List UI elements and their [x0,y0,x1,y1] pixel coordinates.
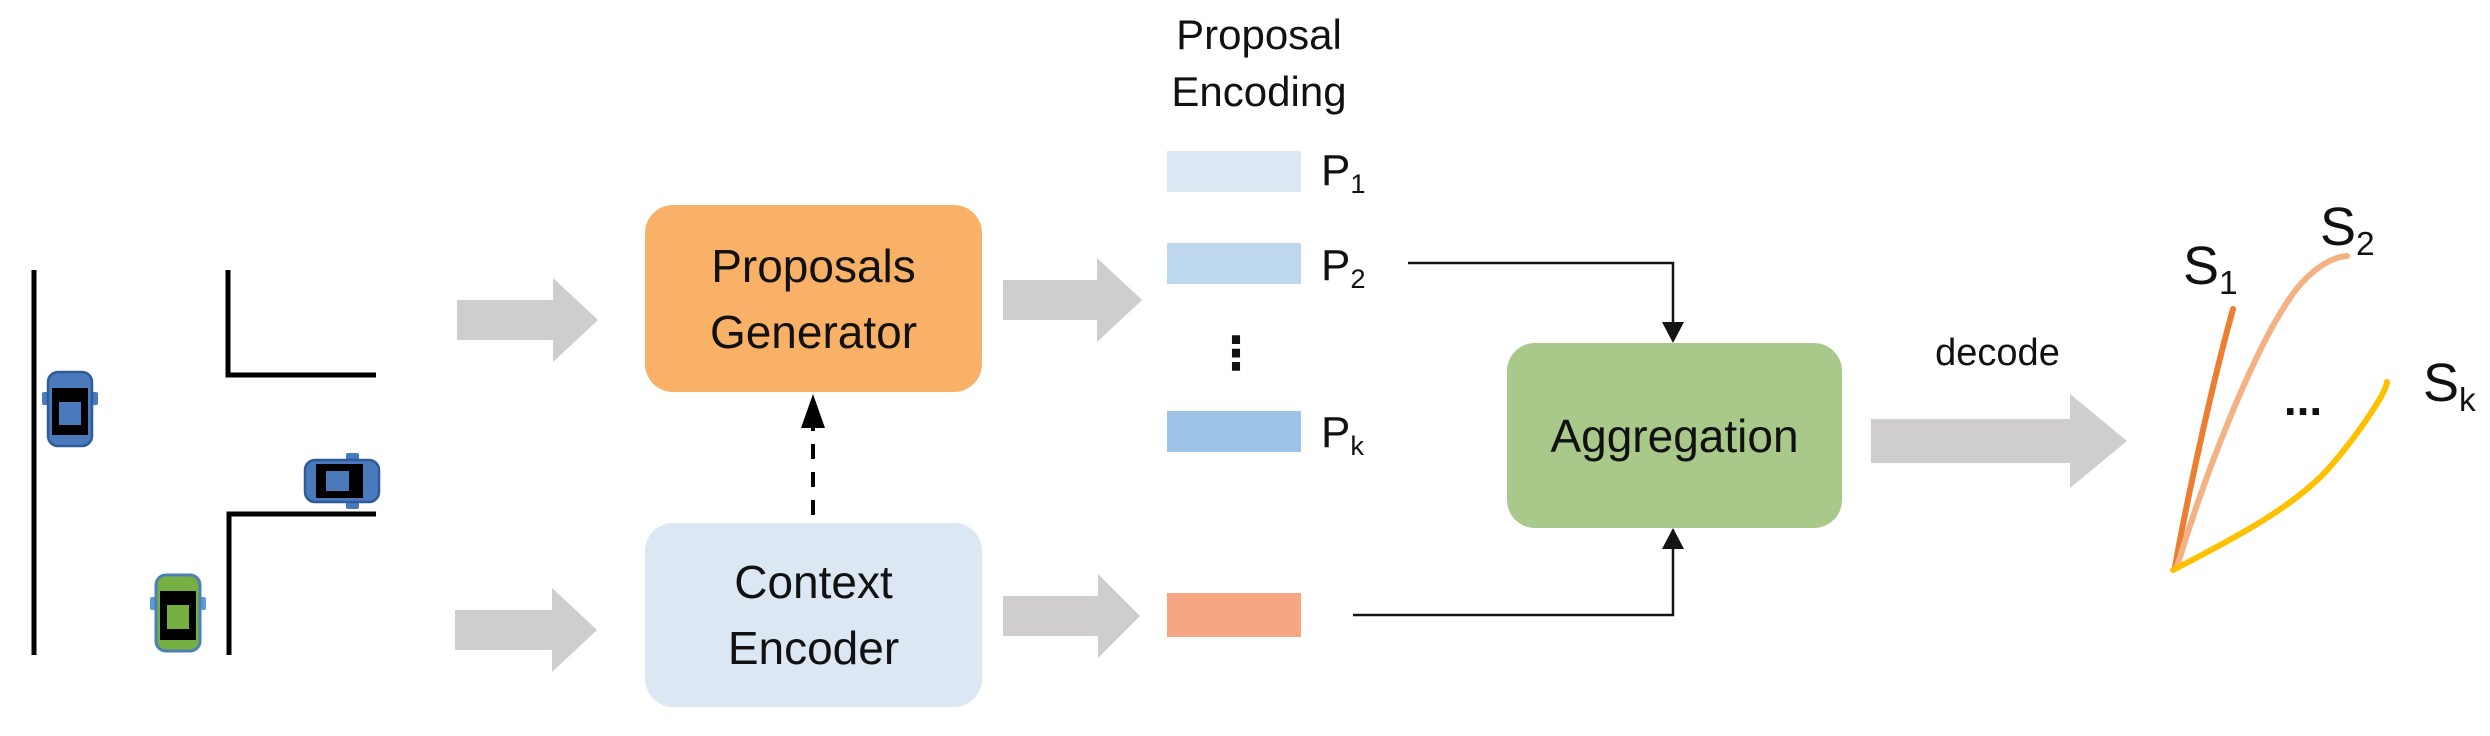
proposal-encoding-title: Proposal Encoding [1171,11,1347,115]
proposals-generator-box: Proposals Generator [645,205,982,392]
trajectories [2170,253,2390,573]
car-roof [59,402,81,425]
proposals-generator-label: Proposals Generator [709,239,918,358]
block-arrows [455,258,2127,672]
trajectory-label-s1: S1 [2183,236,2238,303]
aggregation-box: Aggregation [1507,343,1842,528]
dashed-arrow-context-to-proposals [801,394,825,515]
trajectory-sk [2170,379,2390,573]
car-roof [326,471,349,491]
trajectory-s1 [2172,306,2236,570]
car-green [150,573,206,653]
arrow-decode [1871,394,2127,488]
proposal-label-p2: P2 [1321,241,1366,295]
road-corner-upper [225,270,376,378]
trajectory-label-sk: Sk [2423,353,2476,420]
proposal-label-p1: P1 [1321,146,1366,200]
connector-bar-to-aggregation [1353,546,1675,617]
trajectory-s2 [2174,253,2350,570]
car-blue-2 [303,453,381,509]
proposal-bar-pk [1167,411,1301,452]
arrow-scene-to-context [455,588,597,672]
proposal-bar-p2 [1167,243,1301,284]
arrow-scene-to-proposals [457,278,598,362]
trajectory-label-s2: S2 [2320,197,2375,264]
arrow-proposals-to-encoding [1003,258,1142,342]
road-map [31,270,376,655]
connector-arrowhead-down [1662,322,1684,343]
connector-arrowhead-up [1662,528,1684,549]
car-blue-1 [42,370,98,448]
arrow-context-to-bar [1003,574,1140,658]
dashed-arrowhead [801,394,825,428]
context-encoder-label: Context Encoder [727,556,900,674]
connector-p2-to-aggregation [1408,261,1675,325]
road-corner-lower [226,511,376,655]
aggregation-label: Aggregation [1550,409,1799,462]
context-encoding-bar [1167,593,1301,637]
proposal-label-pk: Pk [1321,408,1364,462]
decode-label: decode [1935,332,2060,374]
proposal-ellipsis: ⋮ [1213,327,1259,379]
car-roof [167,605,189,629]
proposal-bar-p1 [1167,151,1301,192]
connectors [1353,261,1675,617]
trajectory-ellipsis: ... [2283,373,2323,425]
context-encoder-box: Context Encoder [645,523,982,707]
